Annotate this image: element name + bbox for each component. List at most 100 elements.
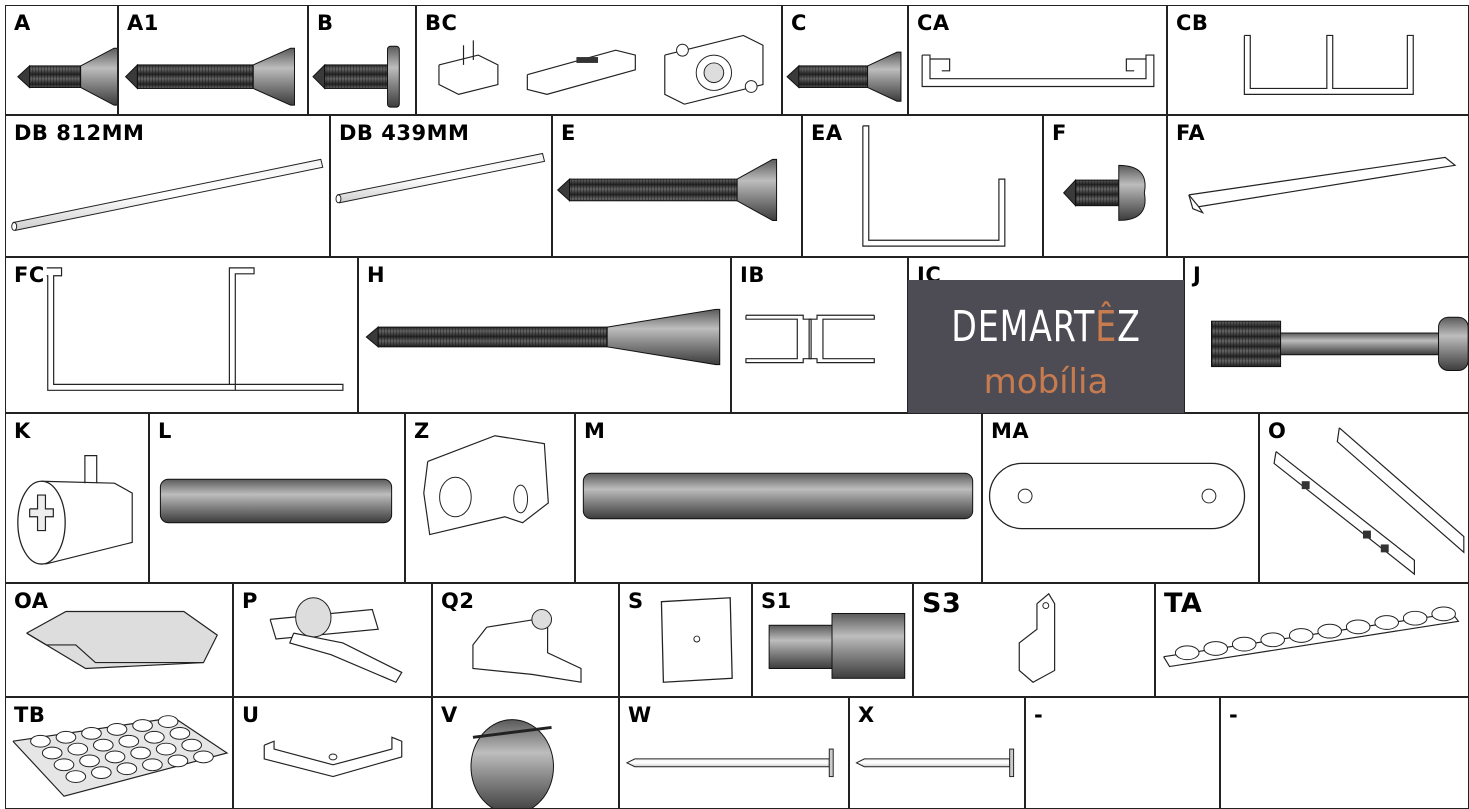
part-code-label: S1	[761, 589, 792, 613]
part-cell-2-2: IB	[731, 257, 908, 413]
brand-name-accent: Ê	[1095, 302, 1118, 352]
part-cell-0-1: A1	[118, 5, 308, 115]
part-code-label: Q2	[441, 589, 475, 613]
part-cell-0-2: B	[308, 5, 416, 115]
part-cell-0-3: BC	[416, 5, 782, 115]
part-code-label: BC	[425, 11, 458, 35]
part-cell-0-5: CA	[908, 5, 1167, 115]
part-drawing-cam-lock	[470, 719, 554, 808]
part-code-label: C	[791, 11, 807, 35]
part-cell-2-4: J	[1184, 257, 1469, 413]
part-code-label: P	[242, 589, 258, 613]
part-code-label: -	[1229, 703, 1239, 727]
part-cell-2-1: H	[358, 257, 731, 413]
part-code-label: A	[14, 11, 31, 35]
part-cell-1-1: DB 439MM	[330, 115, 552, 257]
part-drawing-short-dowel	[159, 478, 393, 524]
part-drawing-countersunk-screw-long	[124, 47, 295, 106]
part-drawing-short-nail	[855, 748, 1015, 778]
part-drawing-u-clip	[263, 736, 403, 778]
part-drawing-cylinder-stop	[768, 612, 906, 679]
part-cell-4-4: S1	[752, 583, 913, 697]
part-drawing-square-pad	[660, 597, 733, 683]
part-code-label: X	[858, 703, 875, 727]
part-code-label: TB	[14, 703, 46, 727]
part-code-label: A1	[127, 11, 159, 35]
part-cell-5-1: U	[233, 697, 432, 809]
part-drawing-long-dowel	[582, 472, 974, 520]
brand-name: DEMARTÊZ	[927, 304, 1164, 350]
part-cell-5-0: TB	[5, 697, 233, 809]
part-cell-0-4: C	[782, 5, 908, 115]
part-code-label: OA	[14, 589, 49, 613]
part-code-label: MA	[991, 419, 1030, 443]
part-drawing-short-rod	[335, 152, 546, 204]
part-code-label: O	[1268, 419, 1287, 443]
part-cell-0-0: A	[5, 5, 118, 115]
part-code-label: CB	[1176, 11, 1209, 35]
part-drawing-round-head-screw	[1063, 164, 1146, 221]
part-code-label: F	[1052, 121, 1067, 145]
part-code-label: -	[1034, 703, 1044, 727]
part-drawing-double-channel-profile	[921, 54, 1155, 88]
part-drawing-empty	[1221, 698, 1468, 808]
part-drawing-bag-pad	[26, 610, 218, 670]
part-cell-4-5: S3	[913, 583, 1155, 697]
part-cell-1-4: F	[1043, 115, 1167, 257]
part-code-label: EA	[811, 121, 843, 145]
part-drawing-cam-housing	[17, 455, 133, 565]
part-cell-5-4: X	[849, 697, 1025, 809]
part-code-label: S3	[922, 588, 962, 619]
part-drawing-drawer-rail-pair	[1273, 427, 1465, 576]
part-drawing-hinge-plate	[472, 609, 582, 683]
part-drawing-sliding-hardware-set	[438, 34, 764, 105]
part-cell-4-2: Q2	[432, 583, 619, 697]
part-cell-5-2: V	[432, 697, 619, 809]
part-drawing-rod-holder	[1018, 592, 1056, 683]
part-cell-5-5: -	[1025, 697, 1220, 809]
part-cell-3-1: L	[149, 413, 405, 583]
part-drawing-u-profile-tall	[862, 125, 1006, 247]
part-drawing-countersunk-screw-short	[17, 47, 117, 106]
part-cell-3-3: M	[575, 413, 982, 583]
part-drawing-long-countersunk-screw	[556, 158, 778, 221]
part-code-label: Z	[414, 419, 430, 443]
part-cell-3-4: MA	[982, 413, 1259, 583]
brand-name-part: Z	[1117, 302, 1141, 352]
part-drawing-flat-head-screw	[312, 45, 400, 108]
part-drawing-felt-pad-sheet	[12, 715, 229, 797]
part-code-label: W	[628, 703, 652, 727]
brand-logo: DEMARTÊZ mobília	[908, 280, 1184, 413]
part-code-label: E	[561, 121, 576, 145]
part-code-label: IB	[740, 263, 765, 287]
part-code-label: DB 812MM	[14, 121, 145, 145]
part-drawing-long-rod	[11, 158, 324, 231]
part-code-label: H	[367, 263, 386, 287]
part-code-label: K	[14, 419, 31, 443]
brand-name-part: DEMART	[951, 302, 1096, 352]
part-code-label: V	[441, 703, 458, 727]
part-drawing-h-divider-profile	[1243, 34, 1414, 95]
part-drawing-empty	[1026, 698, 1219, 808]
part-cell-3-2: Z	[405, 413, 575, 583]
part-cell-5-6: -	[1220, 697, 1469, 809]
part-cell-1-2: E	[552, 115, 802, 257]
part-code-label: M	[584, 419, 606, 443]
part-code-label: U	[242, 703, 260, 727]
part-cell-4-1: P	[233, 583, 432, 697]
part-drawing-wide-c-profile	[46, 267, 344, 391]
part-drawing-angle-strip	[1188, 156, 1457, 214]
part-cell-4-0: OA	[5, 583, 233, 697]
part-cell-2-0: FC	[5, 257, 358, 413]
part-drawing-shelf-pin-strip	[1163, 606, 1460, 668]
part-cell-1-0: DB 812MM	[5, 115, 330, 257]
part-code-label: B	[317, 11, 334, 35]
part-cell-5-3: W	[619, 697, 849, 809]
part-drawing-extra-long-screw	[365, 308, 721, 366]
part-code-label: FC	[14, 263, 45, 287]
part-code-label: FA	[1176, 121, 1206, 145]
part-drawing-hinge	[269, 597, 403, 683]
part-code-label: J	[1193, 263, 1202, 287]
part-cell-1-3: EA	[802, 115, 1043, 257]
